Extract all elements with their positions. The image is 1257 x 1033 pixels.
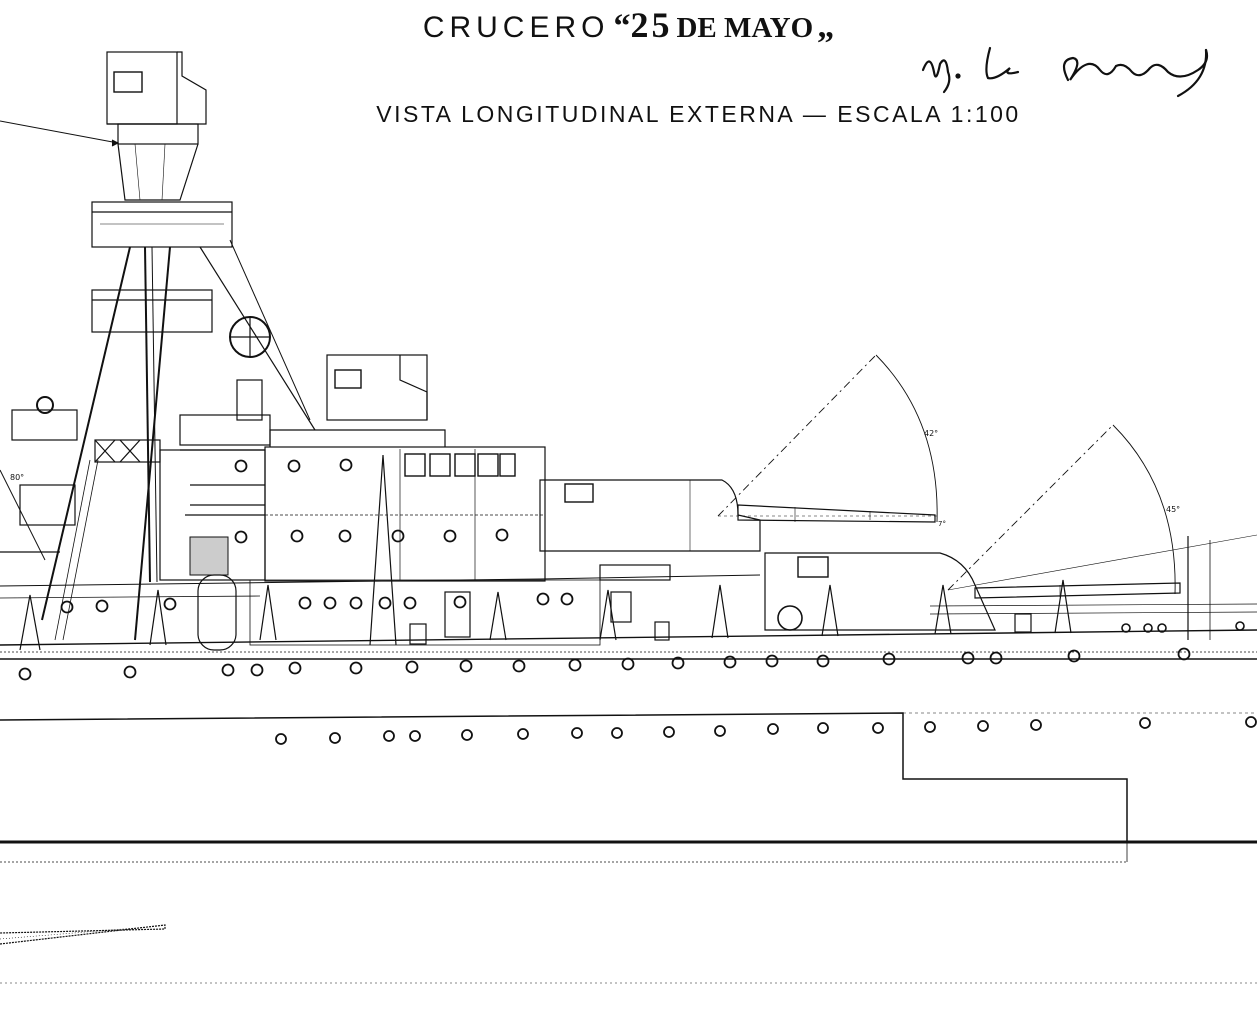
hull [0, 651, 1257, 984]
portholes-lower-row [275, 716, 1257, 745]
title-prefix: CRUCERO [422, 11, 610, 44]
angle-label-upper: 42° [924, 429, 938, 438]
superstructure [60, 354, 671, 651]
title-number: 25 [630, 5, 673, 45]
title-open-quote: “ [613, 8, 631, 45]
angle-label-left: 80° [10, 473, 24, 482]
title-close-quote: „ [817, 8, 835, 45]
signature-image [921, 46, 1209, 98]
title-name: DE MAYO [676, 12, 814, 44]
rigging [0, 120, 120, 561]
angle-label-lower: 45° [1166, 505, 1180, 514]
turret-upper [539, 354, 940, 552]
foremast-tower [0, 51, 316, 641]
drawing-title: CRUCERO “25 DE MAYO „ [0, 4, 1257, 46]
portholes-upper-row [18, 647, 1191, 681]
deck-fittings [19, 454, 1245, 651]
angle-label-small: 7° [938, 520, 946, 528]
drawing-subtitle: VISTA LONGITUDINAL EXTERNA — ESCALA 1:10… [376, 101, 1021, 127]
turret-lower [764, 424, 1257, 640]
